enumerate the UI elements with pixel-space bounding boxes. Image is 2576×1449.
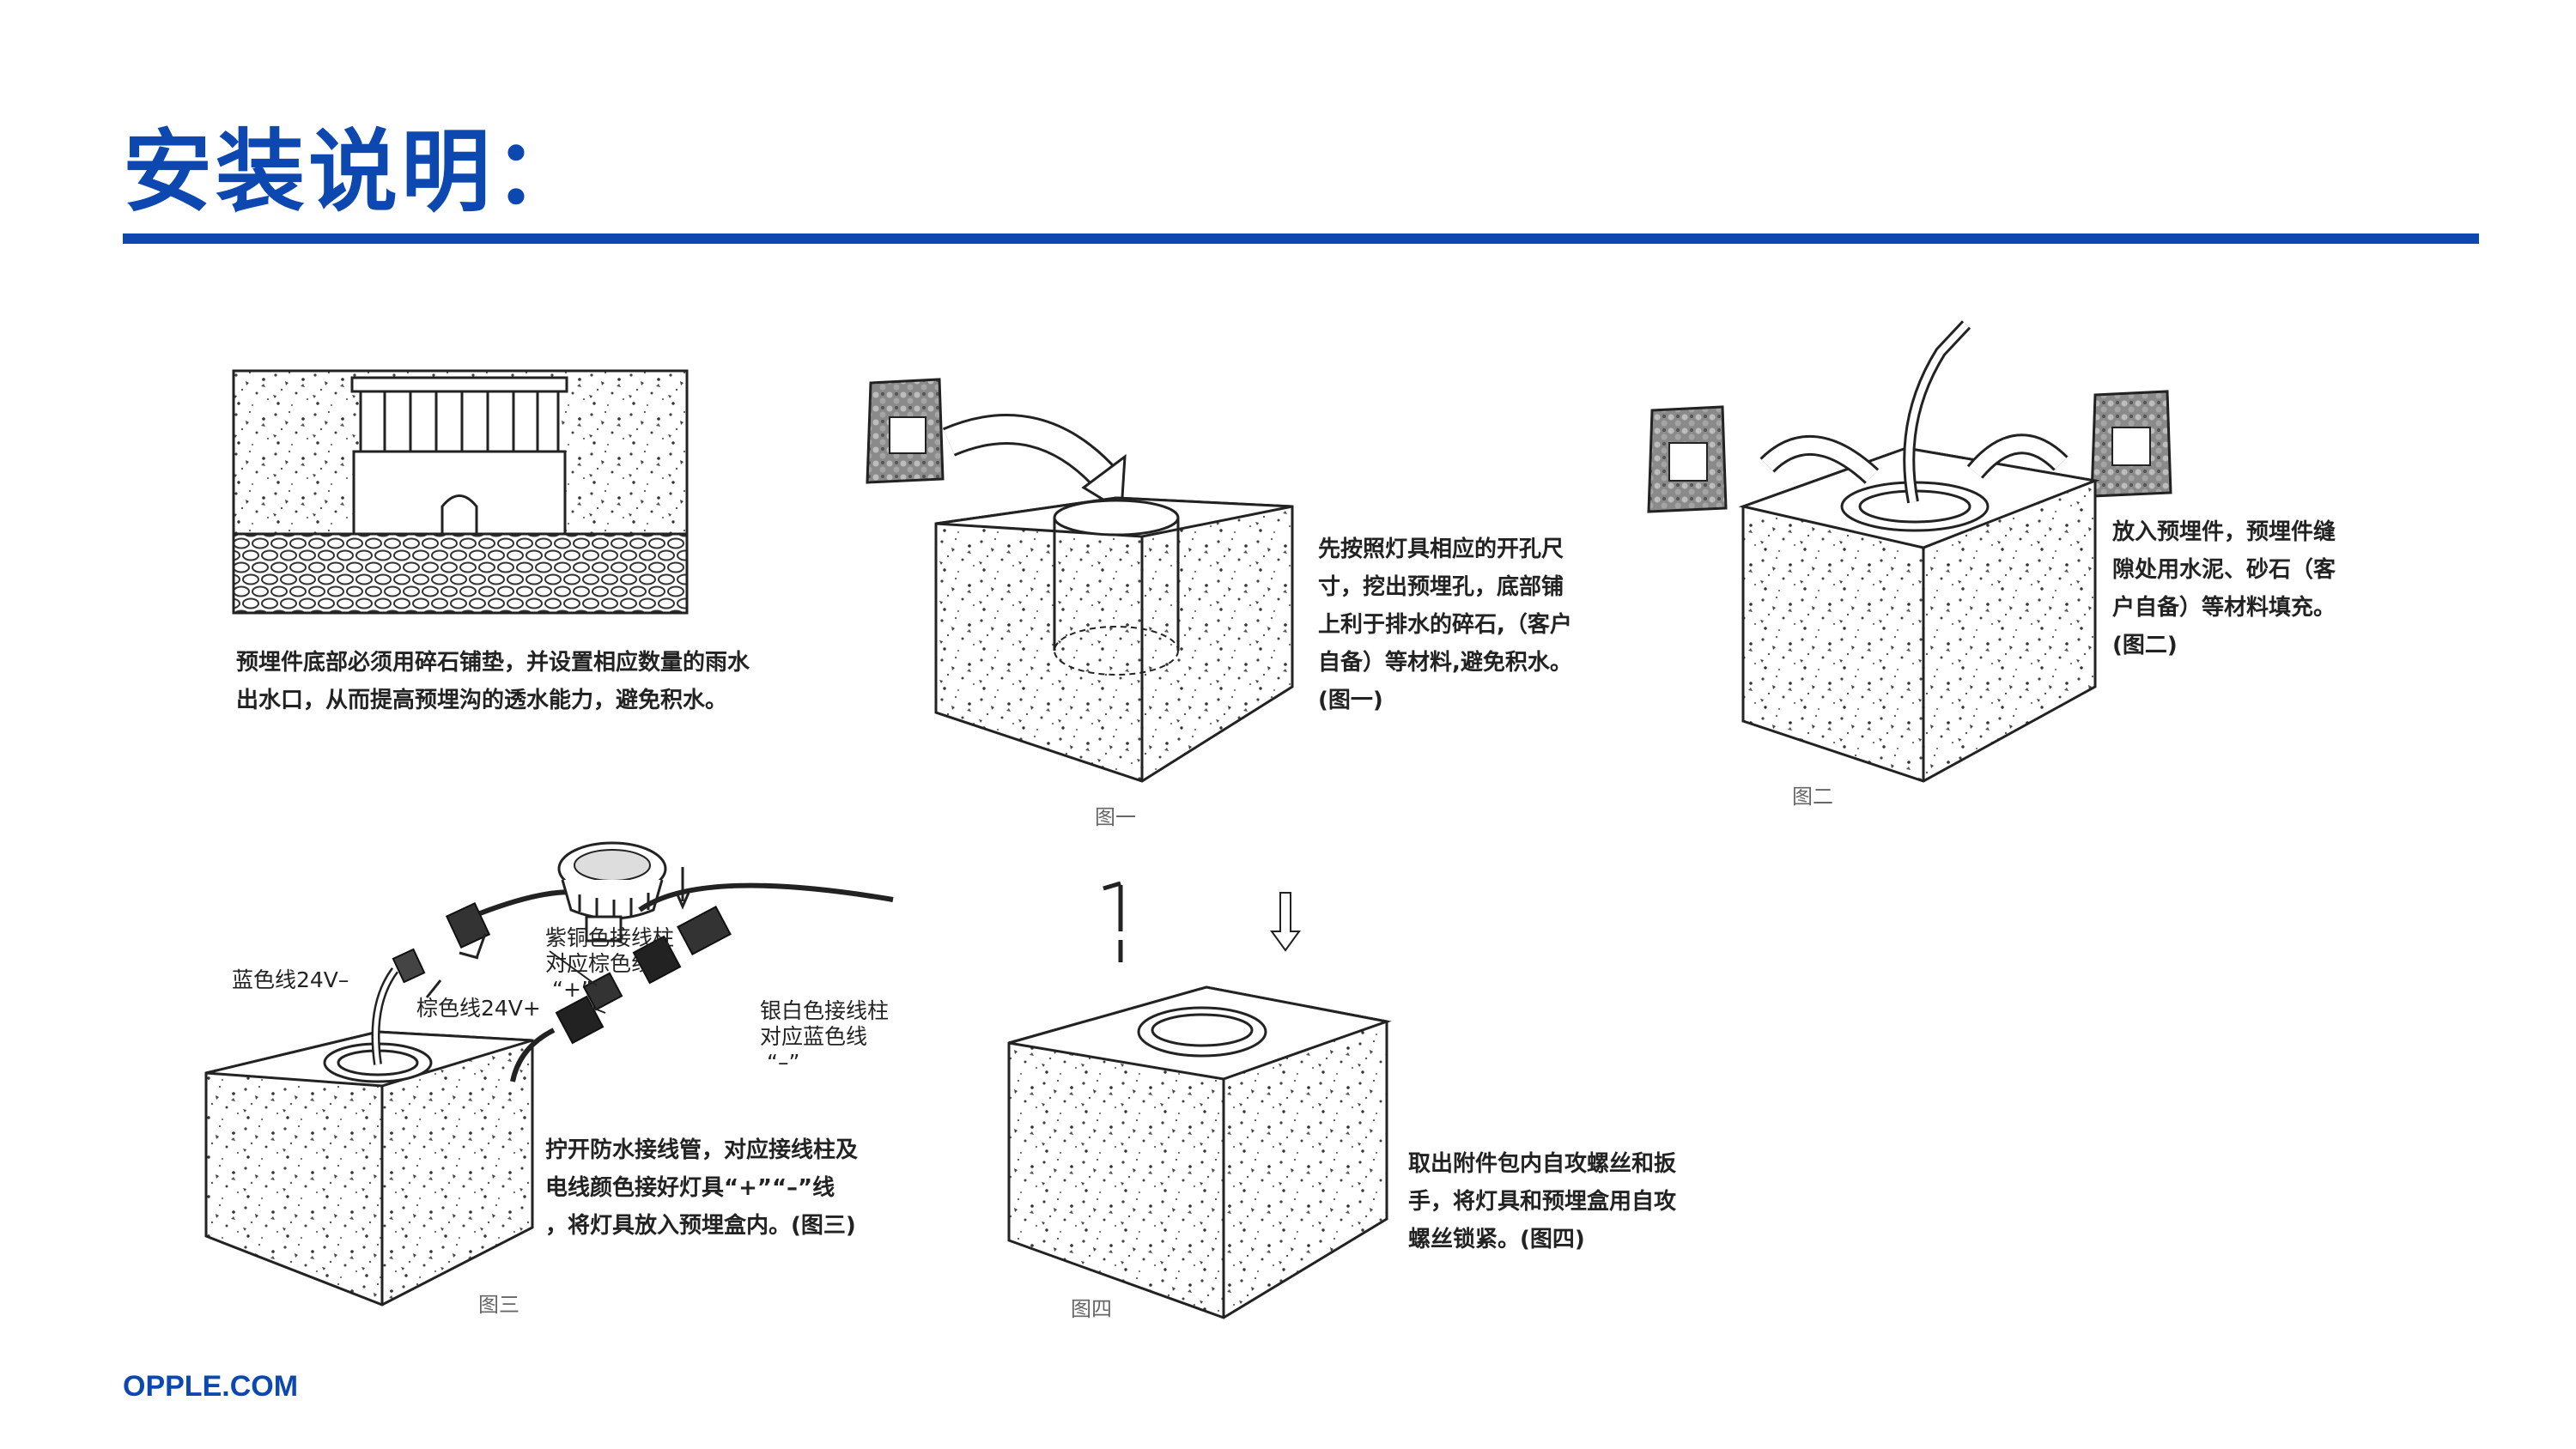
brown-wire-label: 棕色线24V+ bbox=[416, 996, 541, 1021]
gravel-bag-icon bbox=[866, 378, 945, 484]
figure-3-diagram bbox=[204, 841, 894, 1307]
text-line: 螺丝锁紧。(图四) bbox=[1408, 1227, 1585, 1252]
text-line: 电线颜色接好灯具“+”“–”线 bbox=[545, 1175, 835, 1201]
figure-2-diagram bbox=[1647, 320, 2172, 783]
page-title: 安装说明： bbox=[123, 119, 587, 224]
text-line: 拧开防水接线管，对应接线柱及 bbox=[545, 1137, 859, 1163]
text-line: 上利于排水的碎石,（客户 bbox=[1318, 612, 1572, 638]
label-line: 紫铜色接线柱 bbox=[545, 925, 675, 950]
section-diagram bbox=[232, 369, 689, 615]
text-line: 放入预埋件，预埋件缝 bbox=[2112, 519, 2336, 545]
label-line: 银白色接线柱 bbox=[760, 998, 890, 1023]
figure-2-caption: 图二 bbox=[1792, 785, 1833, 809]
connector-left-icon bbox=[392, 901, 491, 984]
connector-right-icon bbox=[510, 882, 894, 1082]
figure-3-caption: 图三 bbox=[478, 1293, 519, 1317]
footer-brand: OPPLE.COM bbox=[123, 1370, 299, 1403]
step1-text: 先按照灯具相应的开孔尺 寸，挖出预埋孔，底部铺 上利于排水的碎石,（客户 自备）… bbox=[1318, 530, 1572, 719]
gravel-bag-right-icon bbox=[2090, 390, 2172, 498]
gravel-bag-left-icon bbox=[1647, 405, 1728, 513]
text-line: (图二) bbox=[2112, 633, 2178, 658]
copper-terminal-label: 紫铜色接线柱 对应棕色线 “+” bbox=[545, 925, 674, 1003]
step2-text: 放入预埋件，预埋件缝 隙处用水泥、砂石（客 户自备）等材料填充。 (图二) bbox=[2112, 513, 2336, 664]
text-line: 自备）等材料,避免积水。 bbox=[1318, 650, 1572, 676]
step4-text: 取出附件包内自攻螺丝和扳 手，将灯具和预埋盒用自攻 螺丝锁紧。(图四) bbox=[1408, 1145, 1676, 1258]
title-underline bbox=[123, 233, 2479, 244]
text-line: 预埋件底部必须用碎石铺垫，并设置相应数量的雨水 bbox=[236, 650, 750, 676]
silver-terminal-label: 银白色接线柱 对应蓝色线 “–” bbox=[760, 998, 889, 1076]
text-line: (图一) bbox=[1318, 688, 1383, 713]
text-line: 出水口，从而提高预埋沟的透水能力，避免积水。 bbox=[236, 688, 728, 713]
blue-wire-label: 蓝色线24V– bbox=[232, 967, 349, 992]
step3-text: 拧开防水接线管，对应接线柱及 电线颜色接好灯具“+”“–”线 ，将灯具放入预埋盒… bbox=[545, 1131, 858, 1245]
figure-4-diagram bbox=[1007, 881, 1392, 1319]
label-line: 对应棕色线 bbox=[545, 951, 653, 976]
text-line: 手，将灯具和预埋盒用自攻 bbox=[1408, 1189, 1677, 1215]
label-line: 对应蓝色线 bbox=[760, 1024, 868, 1049]
figure-1-caption: 图一 bbox=[1095, 805, 1136, 829]
figure-1-diagram bbox=[866, 378, 1294, 783]
text-line: 先按照灯具相应的开孔尺 bbox=[1318, 537, 1564, 562]
label-line: “+” bbox=[552, 977, 592, 1002]
step0-text: 预埋件底部必须用碎石铺垫，并设置相应数量的雨水 出水口，从而提高预埋沟的透水能力… bbox=[236, 644, 750, 719]
text-line: ，将灯具放入预埋盒内。(图三) bbox=[545, 1213, 856, 1239]
text-line: 户自备）等材料填充。 bbox=[2112, 595, 2336, 621]
text-line: 寸，挖出预埋孔，底部铺 bbox=[1318, 574, 1564, 600]
lamp-icon bbox=[557, 841, 667, 943]
hex-key-icon bbox=[1103, 881, 1123, 962]
text-line: 取出附件包内自攻螺丝和扳 bbox=[1408, 1151, 1677, 1177]
text-line: 隙处用水泥、砂石（客 bbox=[2112, 557, 2336, 583]
figure-4-caption: 图四 bbox=[1071, 1297, 1112, 1321]
label-line: “–” bbox=[767, 1050, 800, 1075]
